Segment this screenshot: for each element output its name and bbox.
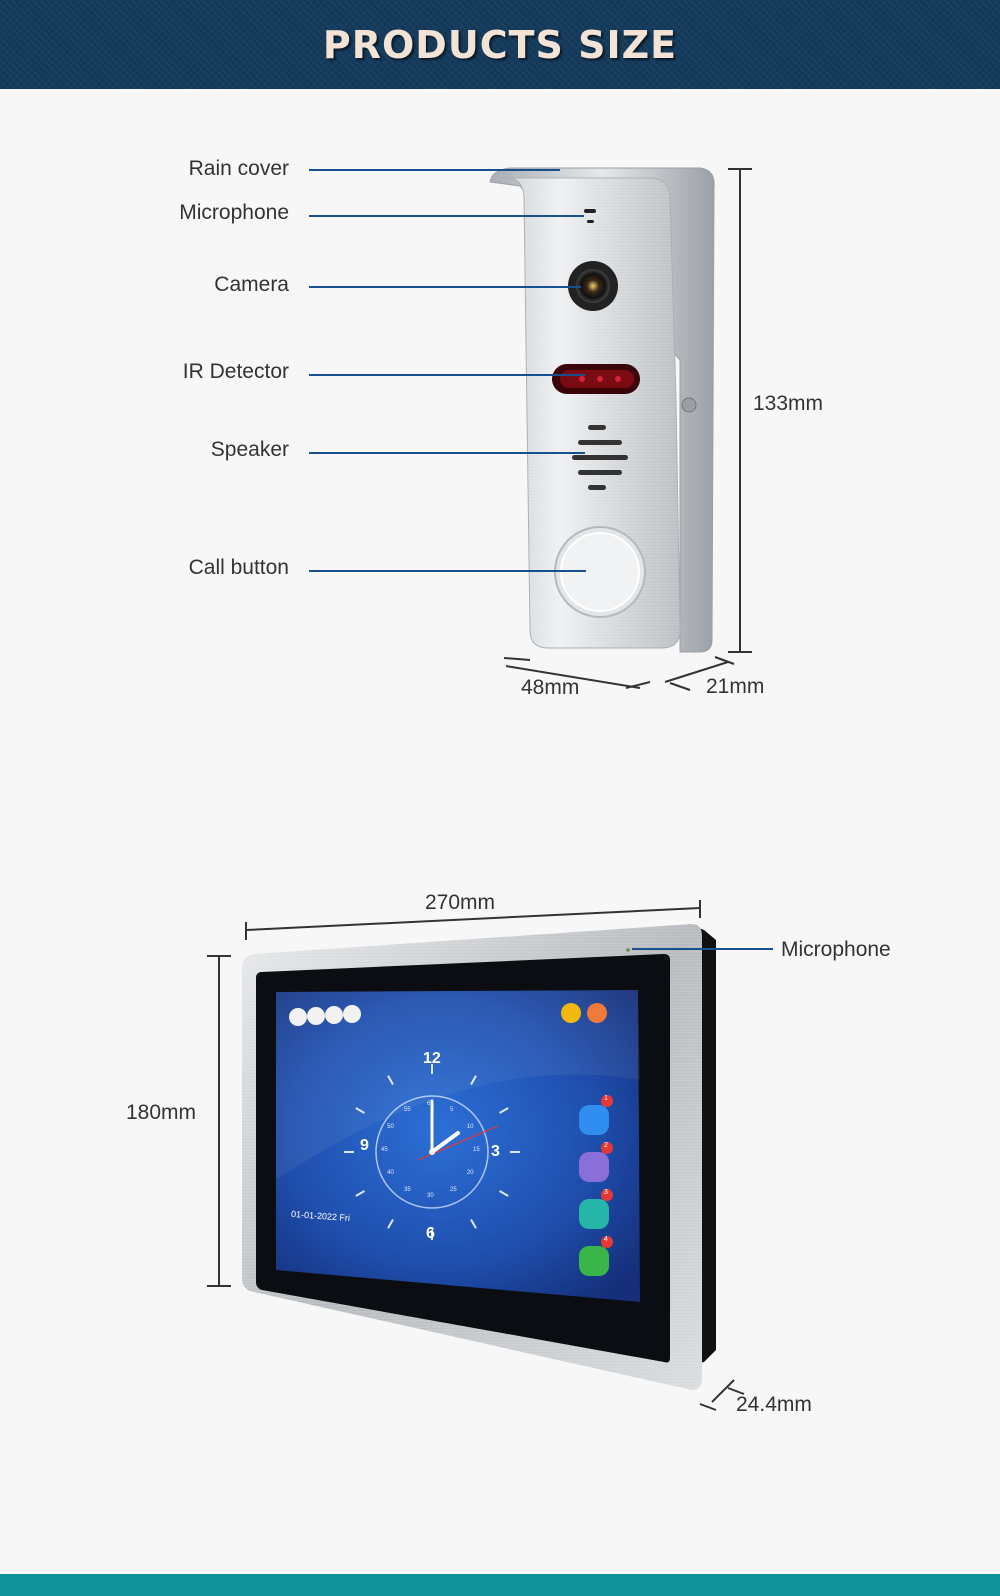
badge-2: 2 <box>604 1142 608 1149</box>
clock-tick <box>355 1190 365 1197</box>
leader-camera <box>309 286 581 288</box>
clock-second-label: 30 <box>427 1193 434 1199</box>
page-title: PRODUCTS SIZE <box>322 23 678 67</box>
clock-numeral-6: 6 <box>426 1225 435 1242</box>
clock-second-label: 20 <box>466 1170 474 1176</box>
doorbell-microphone <box>584 209 596 223</box>
clock-tick <box>387 1219 394 1229</box>
clock-second-label: 35 <box>404 1186 411 1193</box>
clock-tick <box>499 1107 509 1114</box>
clock-second-label: 60 <box>427 1101 434 1107</box>
clock-tick <box>355 1107 365 1114</box>
clock-second-label: 45 <box>381 1147 388 1153</box>
leader-speaker <box>309 452 585 454</box>
doorbell-call-button <box>554 526 646 618</box>
dim-monitor-depth: 24.4mm <box>736 1393 812 1416</box>
label-ir-detector: IR Detector <box>182 360 289 383</box>
badge-1: 1 <box>604 1095 608 1102</box>
clock-second-label: 25 <box>450 1186 457 1193</box>
doorbell-panel <box>507 177 681 649</box>
monitor-body <box>242 924 716 1390</box>
leader-monitor-microphone <box>632 948 773 950</box>
clock-tick <box>387 1075 394 1085</box>
dim-monitor-height: 180mm <box>126 1101 197 1124</box>
monitor-mic-hole <box>626 948 630 952</box>
label-microphone: Microphone <box>179 201 289 224</box>
dim-doorbell-height: 133mm <box>753 392 824 415</box>
message-app-icon <box>579 1152 609 1182</box>
clock-numeral-12: 12 <box>423 1050 441 1067</box>
header-banner: PRODUCTS SIZE <box>0 0 1000 89</box>
screw <box>681 397 697 413</box>
leader-microphone <box>309 215 584 217</box>
label-call-button: Call button <box>188 556 289 579</box>
dim-doorbell-width: 48mm <box>521 676 580 699</box>
screen-status-icons <box>289 1005 361 1026</box>
clock-second-label: 15 <box>473 1147 480 1153</box>
leader-call-button <box>309 570 586 572</box>
clock-second-label: 50 <box>387 1124 394 1130</box>
screen-app-buttons <box>579 1095 613 1276</box>
clock-numeral-3: 3 <box>491 1143 500 1160</box>
label-rain-cover: Rain cover <box>188 157 289 180</box>
monitor-dimension-lines <box>207 900 745 1411</box>
leader-ir-detector <box>309 374 585 376</box>
doorbell-camera <box>568 261 618 311</box>
label-camera: Camera <box>214 273 289 296</box>
label-monitor-microphone: Microphone <box>781 938 891 961</box>
clock-second-label: 55 <box>404 1107 411 1114</box>
screen-top-right-icons <box>561 1003 607 1023</box>
alarm-app-icon <box>579 1246 609 1276</box>
clock-second-label: 40 <box>387 1170 394 1176</box>
doorbell-speaker <box>572 425 628 490</box>
clock-second-label: 10 <box>466 1124 474 1130</box>
clock-second-label: 5 <box>450 1107 454 1114</box>
clock-tick <box>470 1075 477 1085</box>
clock-numeral-9: 9 <box>360 1137 369 1154</box>
badge-3: 3 <box>604 1189 608 1196</box>
clock-hour-hand <box>430 1131 460 1154</box>
leader-rain-cover <box>309 169 560 171</box>
dim-doorbell-depth: 21mm <box>706 675 765 698</box>
dim-monitor-width: 270mm <box>425 891 496 914</box>
doorbell-ir-detector <box>552 364 640 394</box>
clock-tick <box>470 1219 477 1229</box>
clock-tick <box>499 1190 509 1197</box>
doorbell-dimension-lines <box>503 168 752 691</box>
badge-4: 4 <box>604 1236 608 1243</box>
footer-bar <box>0 1574 1000 1596</box>
call-app-icon <box>579 1105 609 1135</box>
monitor-screen <box>276 990 640 1302</box>
label-speaker: Speaker <box>210 438 289 461</box>
motion-app-icon <box>579 1199 609 1229</box>
screen-clock <box>344 1064 520 1240</box>
